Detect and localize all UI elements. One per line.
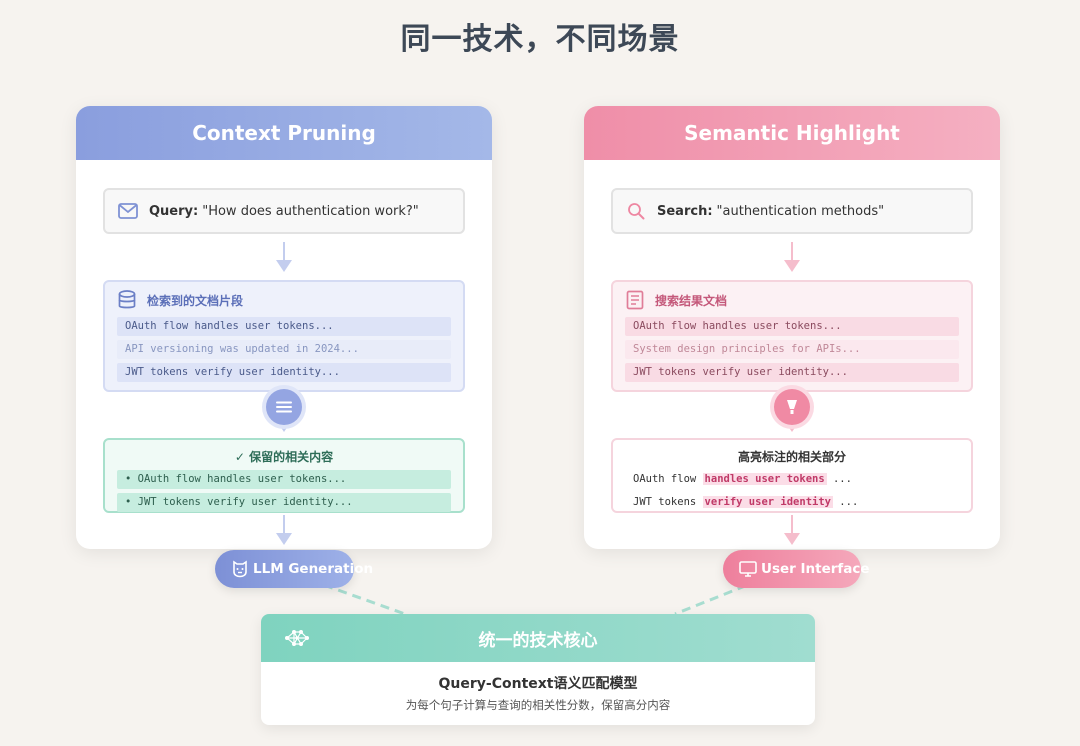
arrow-down-icon: [784, 515, 800, 545]
doc-row: API versioning was updated in 2024...: [117, 340, 451, 359]
search-results-box: 搜索结果文档 OAuth flow handles user tokens...…: [611, 280, 973, 392]
kept-row: • OAuth flow handles user tokens...: [117, 470, 451, 489]
context-pruning-panel: Context Pruning Query: "How does authent…: [76, 106, 492, 549]
query-label: Query:: [149, 203, 199, 219]
kept-content-box: ✓ 保留的相关内容 • OAuth flow handles user toke…: [103, 438, 465, 513]
document-icon: [625, 290, 645, 310]
highlight-mark: verify user identity: [702, 496, 833, 508]
highlight-row: JWT tokens verify user identity ...: [633, 496, 859, 508]
database-icon: [117, 290, 137, 310]
docs-title: 检索到的文档片段: [147, 293, 244, 308]
arrow-down-icon: [276, 515, 292, 545]
kept-row: • JWT tokens verify user identity...: [117, 493, 451, 512]
kept-title: ✓ 保留的相关内容: [234, 450, 334, 464]
doc-row: JWT tokens verify user identity...: [117, 363, 451, 382]
highlighter-icon: [774, 389, 810, 425]
robot-icon: [231, 560, 249, 578]
query-text: "How does authentication work?": [202, 203, 419, 219]
core-title: 统一的技术核心: [478, 630, 598, 651]
highlight-row: OAuth flow handles user tokens ...: [633, 473, 852, 485]
search-icon: [625, 200, 647, 222]
core-model-name: Query-Context语义匹配模型: [438, 676, 638, 692]
arrow-down-icon: [784, 242, 800, 272]
doc-row: System design principles for APIs...: [625, 340, 959, 359]
doc-row: JWT tokens verify user identity...: [625, 363, 959, 382]
doc-row: OAuth flow handles user tokens...: [625, 317, 959, 336]
panel-header: Context Pruning: [76, 106, 492, 160]
mail-icon: [117, 200, 139, 222]
llm-generation-pill: LLM Generation: [215, 550, 373, 588]
unified-core-box: 统一的技术核心 Query-Context语义匹配模型 为每个句子计算与查询的相…: [261, 614, 815, 725]
highlighted-box: 高亮标注的相关部分 OAuth flow handles user tokens…: [611, 438, 973, 513]
query-box: Query: "How does authentication work?": [103, 188, 465, 234]
core-description: 为每个句子计算与查询的相关性分数，保留高分内容: [405, 698, 671, 712]
doc-row: OAuth flow handles user tokens...: [117, 317, 451, 336]
core-header: 统一的技术核心: [261, 614, 815, 662]
pill-label: LLM Generation: [253, 561, 374, 577]
semantic-highlight-panel: Semantic Highlight Search: "authenticati…: [584, 106, 1000, 549]
highlight-mark: handles user tokens: [702, 473, 827, 485]
search-text: "authentication methods": [716, 203, 885, 219]
panel-header: Semantic Highlight: [584, 106, 1000, 160]
arrow-down-icon: [276, 242, 292, 272]
docs-title: 搜索结果文档: [655, 293, 728, 308]
pill-label: User Interface: [761, 561, 870, 577]
page-title: 同一技术，不同场景: [400, 22, 680, 57]
filter-lines-icon: [266, 389, 302, 425]
highlight-title: 高亮标注的相关部分: [737, 450, 846, 464]
user-interface-pill: User Interface: [723, 550, 870, 588]
search-box: Search: "authentication methods": [611, 188, 973, 234]
monitor-icon: [739, 560, 757, 578]
network-icon: [283, 626, 311, 650]
retrieved-docs-box: 检索到的文档片段 OAuth flow handles user tokens.…: [103, 280, 465, 392]
search-label: Search:: [657, 203, 713, 219]
